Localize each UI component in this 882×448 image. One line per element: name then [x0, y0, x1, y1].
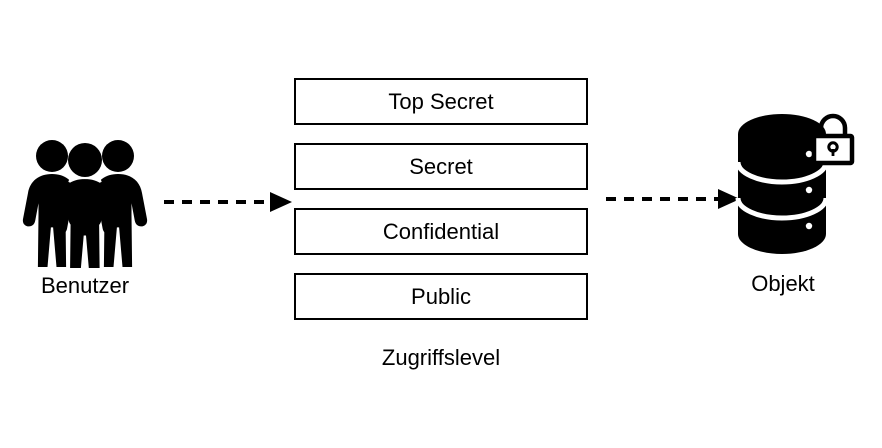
database-cylinder-icon: [730, 110, 840, 268]
level-label: Confidential: [382, 218, 500, 244]
arrow-levels-to-object: [602, 185, 742, 213]
level-label: Secret: [409, 153, 473, 179]
level-box-confidential[interactable]: Confidential: [294, 208, 588, 255]
level-box-public[interactable]: Public: [294, 273, 588, 320]
access-levels-stack: Top Secret Secret Confidential Public: [294, 78, 588, 320]
arrow-users-to-levels: [160, 188, 294, 216]
level-label: Top Secret: [388, 88, 494, 114]
users-caption: Benutzer: [40, 273, 130, 298]
three-people-icon: [20, 136, 150, 278]
object-caption: Objekt: [751, 271, 815, 296]
padlock-icon: [803, 110, 863, 170]
access-levels-caption: Zugriffslevel: [381, 345, 501, 370]
level-label: Public: [411, 283, 471, 309]
users-node: Benutzer: [20, 136, 150, 306]
level-box-top-secret[interactable]: Top Secret: [294, 78, 588, 125]
level-box-secret[interactable]: Secret: [294, 143, 588, 190]
object-node: Objekt: [730, 110, 870, 306]
